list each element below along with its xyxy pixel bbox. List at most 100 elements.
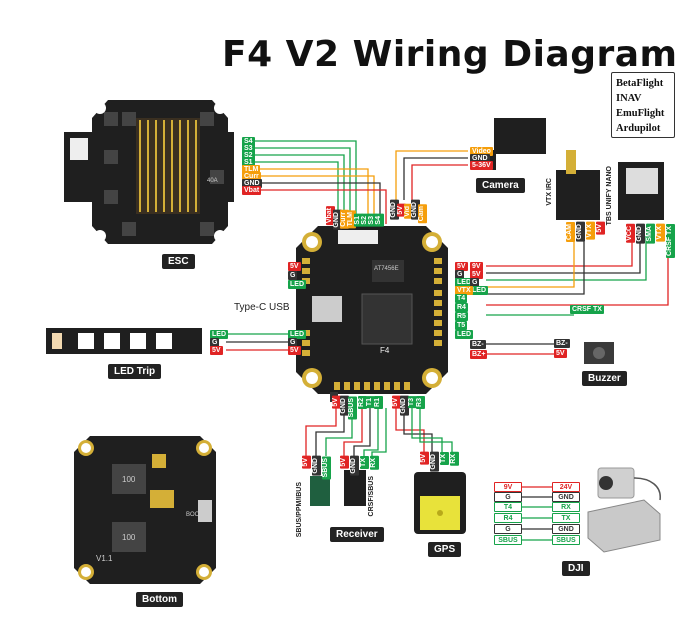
vtx-module	[556, 150, 600, 220]
gps-pin-rx: RX	[450, 452, 459, 466]
fc-right-pin-bz-plus: BZ+	[470, 350, 488, 359]
dji-caption: DJI	[562, 561, 590, 576]
fc-top-pin-s4: S4	[375, 214, 384, 227]
tbs-nano-module	[618, 162, 664, 220]
bottom-version-label: V1.1	[96, 554, 113, 563]
led-strip-pin-g: G	[210, 338, 220, 347]
camera-pin-gnd: GND	[470, 154, 490, 163]
fc-right-pin-5v: 5V	[455, 262, 468, 271]
fc-left-pin-led: LED	[288, 280, 306, 289]
dji-air-unit	[587, 467, 661, 553]
esc-pin-s2: S2	[242, 151, 255, 160]
esc-wires	[255, 140, 387, 224]
esc-pin-s4: S4	[242, 137, 255, 146]
type-c-label: Type-C USB	[234, 302, 290, 313]
vtx-pin-vtx: VTX	[586, 222, 595, 240]
dji-fc-pin-sbus: SBUS	[494, 535, 522, 545]
esc-pin-s3: S3	[242, 144, 255, 153]
camera-pin-power: 5-36V	[470, 161, 493, 170]
tbs-pin-sma: SMA	[646, 224, 655, 244]
fc-bottom-pin-r1: R1	[374, 396, 383, 409]
gps-pin-5v: 5V	[420, 452, 429, 465]
led-strip-board	[46, 328, 202, 354]
firmware-list: BetaFlight INAV EmuFlight Ardupilot	[611, 72, 675, 138]
fc-top-pin-cam: Cam	[418, 204, 427, 224]
gps-pin-gnd: GND	[430, 452, 439, 472]
tbs-pin-crsf-tx: CRSF TX	[666, 224, 675, 258]
receiver-pin-gnd: GND	[312, 456, 321, 476]
dji-pin-gnd: GND	[552, 492, 580, 502]
dji-wires	[522, 486, 552, 541]
bottom-board	[74, 436, 216, 584]
fc-right-pin-t4: T4	[455, 294, 468, 303]
esc-pin-curr: Curr	[242, 172, 261, 181]
inductor-label-top: 100	[122, 475, 136, 484]
fc-right-outer-5v: 5V	[470, 270, 483, 279]
fc-left-pin-g: G	[288, 271, 298, 280]
flight-controller-board	[296, 226, 448, 394]
receiver-modules	[310, 392, 366, 506]
fc-right-pin-bz-minus: BZ-	[470, 340, 486, 349]
fc-right-outer-led: LED	[470, 286, 488, 295]
tbs-pin-vtx: VTX	[656, 224, 665, 242]
tbs-nano-label: TBS UNIFY NANO	[606, 164, 615, 228]
inductor-label-bottom: 100	[122, 533, 136, 542]
esc-caption: ESC	[162, 254, 195, 269]
esc-chip-label: 40A	[207, 178, 218, 184]
fc-bottom-pin-sbus: SBUS	[348, 396, 357, 420]
receiver2-pin-rx: RX	[370, 456, 379, 470]
dji-pin-sbus: SBUS	[552, 535, 580, 545]
firmware-ardupilot: Ardupilot	[616, 123, 661, 134]
receiver-pin-sbus: SBUS	[322, 456, 331, 480]
fc-right-pin-led2: LED	[455, 330, 473, 339]
fc-right-pin-g: G	[455, 270, 465, 279]
esc-board	[64, 100, 234, 244]
dji-fc-pin-r4: R4	[494, 513, 522, 523]
dji-fc-pin-9v: 9V	[494, 482, 522, 492]
receiver2-pin-5v: 5V	[340, 456, 349, 469]
camera-pin-video: Video	[470, 147, 493, 156]
esc-pin-tlm: TLM	[242, 165, 261, 174]
fc-left-lower-pin-led: LED	[288, 330, 306, 339]
receiver-left-label: SBUS/PPM/IBUS	[296, 480, 305, 540]
dji-pin-gnd2: GND	[552, 524, 580, 534]
buzzer-pin-minus: BZ-	[554, 339, 570, 348]
firmware-inav: INAV	[616, 93, 642, 104]
vtx-pin-cam: CAM	[566, 222, 575, 242]
receiver-pin-5v: 5V	[302, 456, 311, 469]
receiver2-pin-tx: TX	[360, 456, 369, 469]
fc-left-lower-pin-5v: 5V	[288, 346, 301, 355]
vtx-pin-gnd: GND	[576, 222, 585, 242]
fc-right-pin-r5: R5	[455, 312, 468, 321]
receiver-caption: Receiver	[330, 527, 384, 542]
firmware-betaflight: BetaFlight	[616, 78, 664, 89]
fc-right-pin-led: LED	[455, 278, 473, 287]
receiver2-pin-gnd: GND	[350, 456, 359, 476]
buzzer-pin-5v: 5V	[554, 349, 567, 358]
dji-fc-pin-g: G	[494, 492, 522, 502]
boot-label: BOOT	[186, 512, 204, 518]
led-strip-pin-5v: 5V	[210, 346, 223, 355]
led-strip-caption: LED Trip	[108, 364, 162, 379]
dji-fc-pin-g2: G	[494, 524, 522, 534]
fc-right-pin-vtx: VTX	[455, 286, 473, 295]
fc-right-outer-9v: 9V	[470, 262, 483, 271]
gps-pin-tx: TX	[440, 452, 449, 465]
fc-bottom-pin-r3: R3	[416, 396, 425, 409]
crsf-tx-tag: CRSF TX	[570, 305, 604, 314]
firmware-emuflight: EmuFlight	[616, 108, 665, 119]
esc-pin-gnd: GND	[242, 179, 262, 188]
fc-left-pin-5v: 5V	[288, 262, 301, 271]
buzzer-body	[584, 342, 614, 364]
tbs-pin-vcc: VCC	[626, 224, 635, 243]
vtx-irc-label: VTX IRC	[546, 176, 555, 208]
fc-left-lower-pin-g: G	[288, 338, 298, 347]
tbs-pin-gnd: GND	[636, 224, 645, 244]
bottom-caption: Bottom	[136, 592, 183, 607]
dji-pin-tx: TX	[552, 513, 580, 523]
osd-chip-label: AT7456E	[374, 266, 399, 272]
right-wires	[486, 236, 669, 316]
dji-fc-pin-t4: T4	[494, 502, 522, 512]
fc-right-pin-r4: R4	[455, 303, 468, 312]
